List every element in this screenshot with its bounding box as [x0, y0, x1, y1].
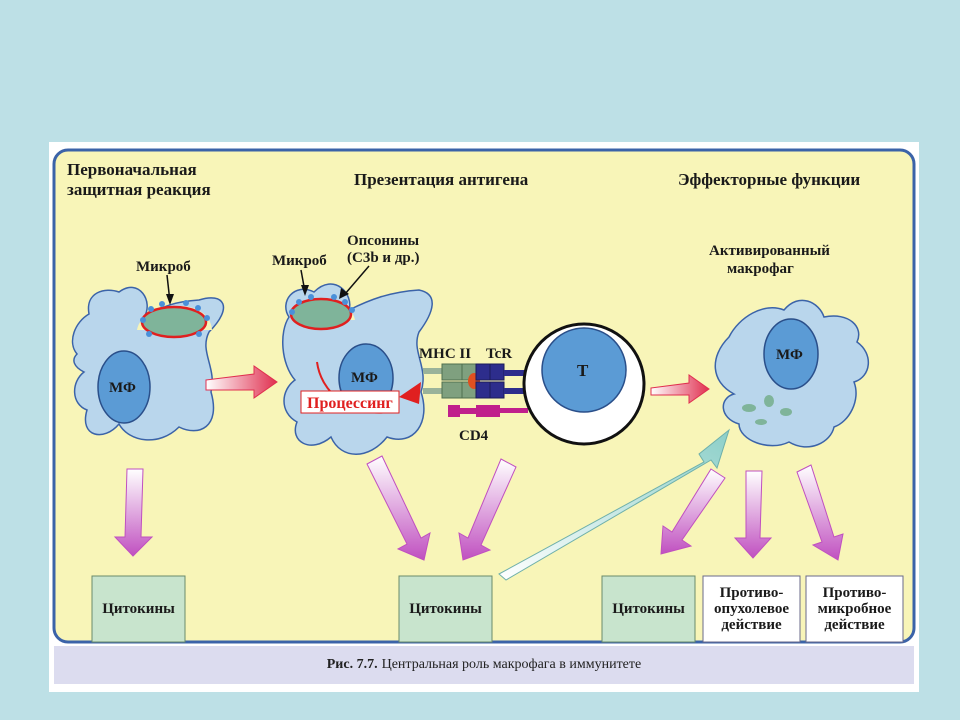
- teal-arrow: [498, 428, 730, 581]
- t-cell-label: T: [577, 361, 589, 380]
- diagram-canvas: Первоначальная защитная реакция Презента…: [52, 148, 916, 644]
- cytokines-box-2: [398, 575, 493, 643]
- processing-arrow-head: [399, 382, 421, 404]
- antitumor-line1: Противо-: [719, 585, 784, 601]
- antitumor-box: [702, 575, 801, 643]
- processing-label: Процессинг: [307, 395, 393, 412]
- antitumor-line3: действие: [721, 617, 782, 633]
- antimicrobial-line3: действие: [824, 617, 885, 633]
- purple-arrow-6: [796, 464, 844, 561]
- microbe-label-1: Микроб: [136, 259, 191, 275]
- red-arrow-1: [205, 365, 278, 399]
- cytokines-label-2: Цитокины: [409, 601, 482, 617]
- purple-arrow-2: [366, 455, 431, 561]
- cytokines-box-1: [91, 575, 186, 643]
- activated-label-line1: Активированный: [709, 243, 830, 259]
- caption-text: Центральная роль макрофага в иммунитете: [381, 657, 642, 672]
- opsonins-pointer-head: [339, 288, 349, 299]
- header-initial-line2: защитная реакция: [67, 180, 211, 199]
- header-effector: Эффекторные функции: [678, 170, 860, 189]
- cytokines-label-1: Цитокины: [102, 601, 175, 617]
- purple-arrow-4: [660, 468, 726, 555]
- header-presentation: Презентация антигена: [354, 170, 529, 189]
- t-cell: T: [522, 322, 646, 446]
- mhc-label: MHC II: [419, 346, 471, 362]
- opsonins-label-line1: Опсонины: [347, 233, 419, 249]
- tcr-label: TcR: [486, 346, 512, 362]
- macrophage-cell-1: МФ: [71, 286, 225, 441]
- antitumor-line2: опухолевое: [713, 601, 790, 617]
- antitumor-label: Противо- опухолевое действие: [703, 576, 800, 642]
- processing-badge: [300, 390, 400, 414]
- cytokines-label-3: Цитокины: [612, 601, 685, 617]
- microbe-label-2: Микроб: [272, 253, 327, 269]
- macrophage-cell-3: МФ: [714, 299, 869, 448]
- activated-label-line2: макрофаг: [727, 261, 794, 277]
- mf-label-3: МФ: [776, 347, 803, 363]
- mf-label-2: МФ: [351, 370, 378, 386]
- opsonins-label-line2: (C3b и др.): [347, 250, 420, 266]
- figure: Первоначальная защитная реакция Презента…: [49, 142, 919, 692]
- antimicrobial-box: [805, 575, 904, 643]
- macrophage-cell-2: МФ: [282, 283, 433, 455]
- purple-arrow-3: [458, 458, 517, 561]
- antimicrobial-line2: микробное: [817, 601, 892, 617]
- microbe-pointer-head-2: [301, 285, 309, 296]
- nucleus-3: [763, 318, 819, 390]
- antimicrobial-label: Противо- микробное действие: [806, 576, 903, 642]
- purple-arrow-5: [733, 470, 773, 559]
- opsonins-pointer: [344, 265, 370, 295]
- mf-label-1: МФ: [109, 380, 136, 396]
- purple-arrows: [113, 455, 844, 561]
- caption-label: Рис. 7.7.: [326, 657, 378, 672]
- figure-caption: Рис. 7.7. Центральная роль макрофага в и…: [54, 646, 914, 684]
- red-arrow-2: [650, 374, 710, 404]
- purple-arrow-1: [113, 468, 154, 557]
- antimicrobial-line1: Противо-: [822, 585, 887, 601]
- header-initial-line1: Первоначальная: [67, 160, 197, 179]
- mhc-tcr-complex: [423, 363, 528, 417]
- cd4-label: CD4: [459, 428, 489, 444]
- microbe-pointer-head-1: [166, 294, 174, 305]
- nucleus-1: [97, 350, 151, 424]
- cytokines-box-3: [601, 575, 696, 643]
